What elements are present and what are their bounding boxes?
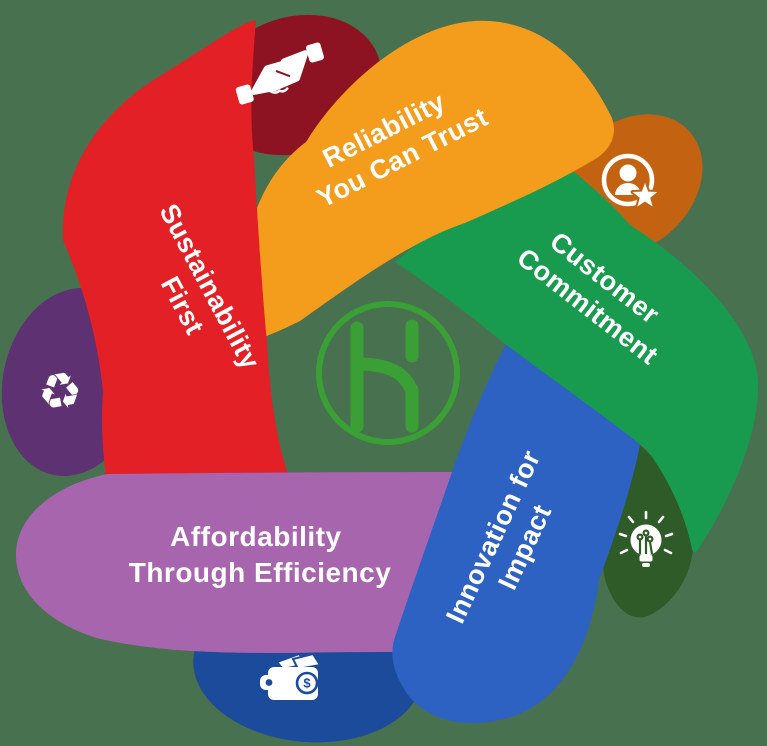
ribbon-affordability-overlap [52,472,314,653]
ribbon-customer [395,154,759,553]
handshake-icon [235,42,324,105]
lightbulb-icon [618,510,674,567]
coin-dollar: $ [303,676,311,691]
person-star-icon [601,153,660,209]
label-affordability: Affordability Through Efficiency [129,521,392,588]
ribbon-reliability [243,20,614,342]
ribbon-sustainability [62,20,304,525]
logo-circle [316,301,460,445]
wallet-icon: $ [260,652,322,700]
star-badge [630,181,660,209]
center-h-logo [316,301,460,445]
recycle-icon: ♻ [33,360,87,425]
